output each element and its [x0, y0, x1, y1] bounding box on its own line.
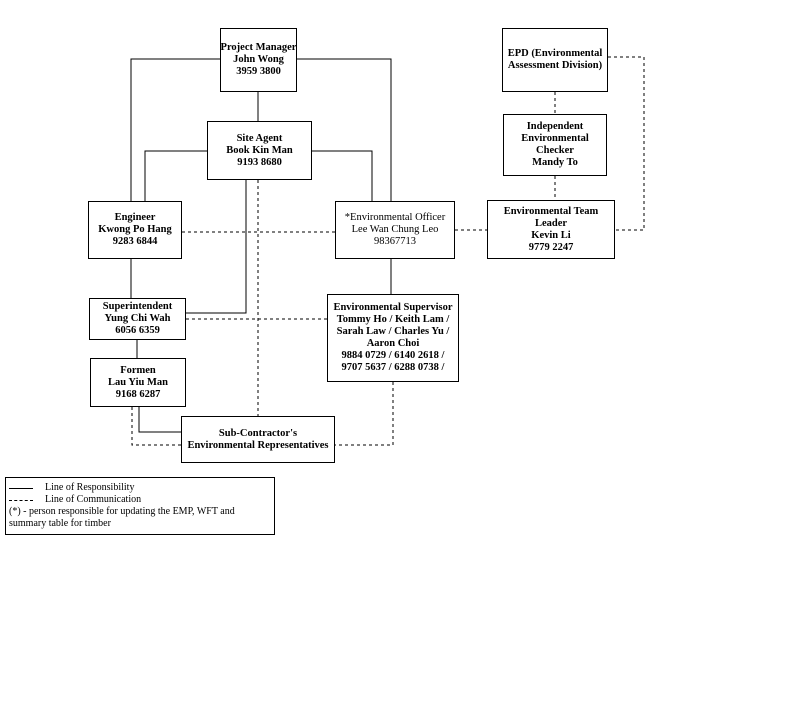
line-site-agent-engineer	[144, 150, 207, 201]
node-superintendent: Superintendent Yung Chi Wah 6056 6359	[89, 298, 186, 340]
project-manager-phone: 3959 3800	[236, 66, 281, 77]
env-supervisor-title: Environmental Supervisor	[333, 302, 453, 313]
legend-solid-line-sample	[9, 487, 33, 489]
env-officer-name: Lee Wan Chung Leo	[351, 224, 439, 235]
etl-title-2: Leader	[534, 217, 568, 229]
superintendent-phone: 6056 6359	[115, 325, 160, 336]
site-agent-name: Book Kin Man	[226, 144, 293, 156]
project-manager-title: Project Manager	[220, 42, 297, 53]
node-independent-environmental-checker: Independent Environmental Checker Mandy …	[503, 114, 607, 176]
etl-phone: 9779 2247	[528, 241, 574, 253]
legend-row-responsibility: Line of Responsibility	[9, 482, 270, 494]
subcontractor-role: Environmental Representatives	[187, 439, 329, 451]
env-supervisor-names-2: Sarah Law / Charles Yu /	[336, 326, 450, 337]
node-epd: EPD (Environmental Assessment Division)	[502, 28, 608, 92]
legend-row-communication: Line of Communication	[9, 494, 270, 506]
formen-name: Lau Yiu Man	[108, 376, 168, 388]
env-supervisor-phones-2: 9707 5637 / 6288 0738 /	[341, 362, 445, 373]
dash-epd-etl	[608, 56, 645, 231]
node-engineer: Engineer Kwong Po Hang 9283 6844	[88, 201, 182, 259]
engineer-name: Kwong Po Hang	[98, 224, 172, 235]
engineer-title: Engineer	[114, 212, 156, 223]
node-environmental-officer: *Environmental Officer Lee Wan Chung Leo…	[335, 201, 455, 259]
node-project-manager: Project Manager John Wong 3959 3800	[220, 28, 297, 92]
etl-name: Kevin Li	[531, 229, 571, 241]
node-environmental-supervisor: Environmental Supervisor Tommy Ho / Keit…	[327, 294, 459, 382]
iec-title-3: Checker	[536, 145, 574, 156]
node-site-agent: Site Agent Book Kin Man 9193 8680	[207, 121, 312, 180]
project-manager-name: John Wong	[233, 54, 284, 65]
legend-note: (*) - person responsible for updating th…	[9, 506, 235, 529]
formen-phone: 9168 6287	[115, 388, 161, 400]
site-agent-title: Site Agent	[236, 132, 283, 144]
engineer-phone: 9283 6844	[112, 236, 158, 247]
iec-title-1: Independent	[526, 121, 584, 132]
env-officer-phone: 98367713	[374, 236, 416, 247]
line-site-agent-superintendent	[186, 180, 247, 314]
superintendent-title: Superintendent	[102, 301, 173, 312]
line-site-agent-env-officer	[312, 150, 373, 201]
site-agent-phone: 9193 8680	[237, 156, 282, 168]
legend-box: Line of Responsibility Line of Communica…	[5, 477, 275, 535]
line-pm-env-officer	[297, 58, 392, 201]
legend-communication-label: Line of Communication	[45, 494, 142, 505]
line-pm-engineer	[130, 58, 220, 201]
superintendent-name: Yung Chi Wah	[104, 313, 171, 324]
etl-title-1: Environmental Team	[503, 205, 599, 217]
env-supervisor-phones-1: 9884 0729 / 6140 2618 /	[341, 350, 445, 361]
subcontractor-title: Sub-Contractor's	[218, 427, 298, 439]
iec-name: Mandy To	[532, 157, 578, 168]
dash-env-supervisor-subcontractor	[335, 382, 394, 446]
epd-title-2: Assessment Division)	[507, 60, 603, 71]
dash-formen-subcontractor	[131, 407, 181, 446]
node-subcontractor: Sub-Contractor's Environmental Represent…	[181, 416, 335, 463]
node-formen: Formen Lau Yiu Man 9168 6287	[90, 358, 186, 407]
env-officer-title: *Environmental Officer	[344, 212, 446, 223]
env-supervisor-names-3: Aaron Choi	[366, 338, 420, 349]
legend-dashed-line-sample	[9, 499, 33, 501]
legend-responsibility-label: Line of Responsibility	[45, 482, 135, 493]
env-supervisor-names-1: Tommy Ho / Keith Lam /	[336, 314, 450, 325]
formen-title: Formen	[120, 364, 156, 376]
node-environmental-team-leader: Environmental Team Leader Kevin Li 9779 …	[487, 200, 615, 259]
iec-title-2: Environmental	[521, 133, 589, 144]
epd-title-1: EPD (Environmental	[507, 48, 603, 59]
line-formen-subcontractor	[138, 407, 181, 433]
